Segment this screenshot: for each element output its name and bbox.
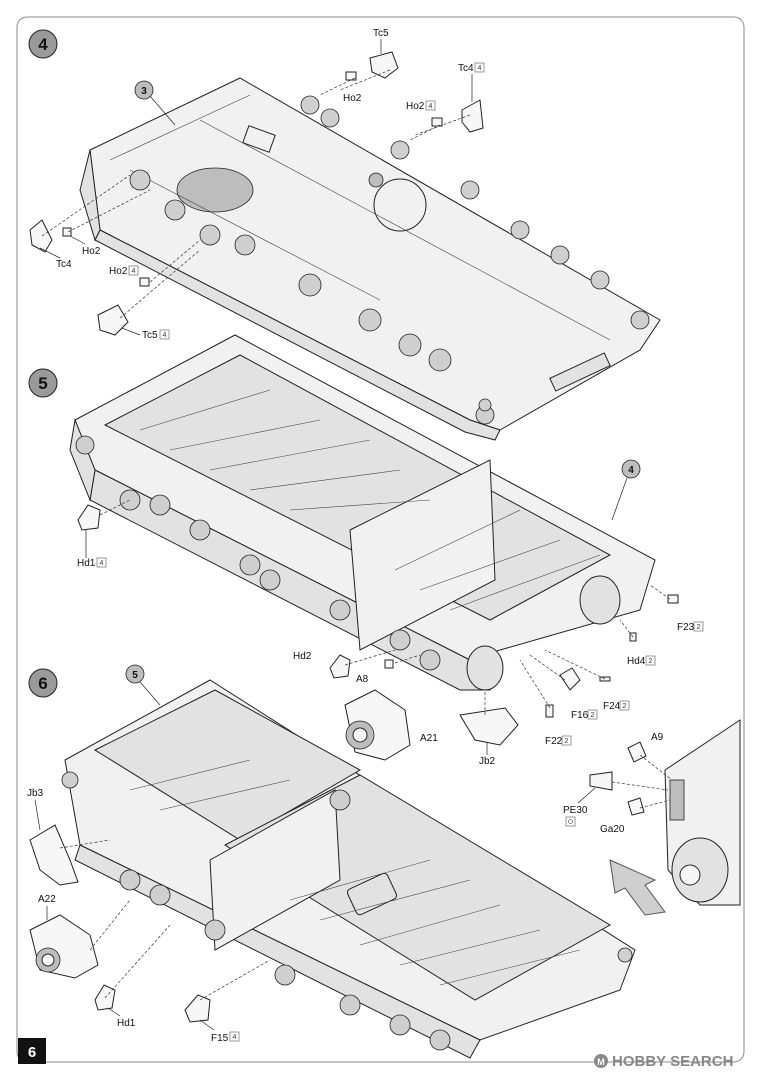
part-tc4-right [461, 99, 484, 133]
badge: 4 [474, 62, 485, 73]
badge: 2 [619, 700, 630, 711]
part-ga20 [627, 797, 645, 816]
label-jb3: Jb3 [27, 788, 44, 799]
label-hd4: Hd4 [627, 656, 646, 667]
part-ho2-c [62, 227, 72, 237]
direction-arrow [609, 859, 666, 916]
label-ho2: Ho2 [82, 246, 101, 257]
part-a9 [627, 741, 647, 763]
part-tc4-left [29, 219, 53, 253]
label-a22: A22 [38, 894, 56, 905]
svg-text:4: 4 [478, 65, 482, 72]
label-f16: F16 [571, 710, 589, 721]
badge: 2 [587, 709, 598, 720]
label-tc5: Tc5 [142, 330, 158, 341]
label-f23: F23 [677, 622, 695, 633]
svg-text:2: 2 [623, 703, 627, 710]
label-a9: A9 [651, 732, 664, 743]
part-pe30 [589, 771, 613, 791]
svg-text:M: M [597, 1057, 605, 1067]
label-hd1: Hd1 [117, 1018, 136, 1029]
step-4-number: 4 [38, 35, 48, 54]
label-a21: A21 [420, 733, 438, 744]
svg-text:2: 2 [697, 624, 701, 631]
label-ho2: Ho2 [343, 93, 362, 104]
svg-text:2: 2 [565, 738, 569, 745]
upper-hull-drawing [79, 77, 661, 441]
step-6-number-circle: 6 [28, 668, 58, 698]
step-5-subassembly-4: 4 [611, 459, 641, 521]
part-ho2-a [345, 71, 357, 81]
part-a21 [344, 689, 411, 761]
label-hd1: Hd1 [77, 558, 96, 569]
badge: 2 [561, 735, 572, 746]
page-number: 6 [28, 1044, 36, 1061]
label-pe30: PE30 [563, 805, 588, 816]
part-a8 [384, 659, 394, 669]
part-f23 [667, 594, 679, 604]
svg-text:4: 4 [429, 103, 433, 110]
label-tc5: Tc5 [373, 28, 389, 39]
svg-text:3: 3 [141, 86, 147, 97]
part-f15 [184, 994, 211, 1023]
label-ga20: Ga20 [600, 824, 625, 835]
badge: 4 [425, 100, 436, 111]
badge: 4 [159, 329, 170, 340]
svg-text:6: 6 [38, 674, 47, 693]
step-5: 5 [28, 334, 704, 767]
label-a8: A8 [356, 674, 369, 685]
page-number-box: 6 [18, 1038, 46, 1064]
step-6: 6 5 [27, 664, 741, 1059]
part-ho2-d [139, 277, 150, 287]
watermark-text: HOBBY SEARCH [612, 1053, 733, 1070]
part-hd1 [77, 504, 101, 531]
part-tc5-top [369, 51, 399, 79]
part-a22 [29, 914, 99, 979]
svg-text:4: 4 [163, 332, 167, 339]
label-tc4: Tc4 [56, 259, 72, 270]
page-frame [16, 16, 745, 1063]
label-f24: F24 [603, 701, 621, 712]
svg-text:4: 4 [100, 560, 104, 567]
badge: 2 [645, 655, 656, 666]
label-tc4: Tc4 [458, 63, 474, 74]
part-ho2-b [431, 117, 443, 127]
step-4-subassembly-3: 3 [134, 80, 176, 126]
svg-text:4: 4 [233, 1034, 237, 1041]
part-jb3 [29, 824, 79, 886]
label-ho2: Ho2 [406, 101, 425, 112]
part-f16 [559, 667, 581, 691]
watermark: M HOBBY SEARCH [594, 1053, 733, 1070]
pe-badge [565, 816, 576, 827]
part-jb2 [459, 707, 519, 746]
label-ho2: Ho2 [109, 266, 128, 277]
step-5-number-circle: 5 [28, 368, 58, 398]
step-4-number-circle: 4 [28, 29, 58, 59]
part-tc5-bottom [97, 304, 129, 336]
step-6-subassembly-5: 5 [125, 664, 161, 706]
step-4: 4 [28, 28, 661, 441]
svg-text:4: 4 [132, 268, 136, 275]
hull-tub-drawing [69, 334, 656, 691]
svg-text:5: 5 [38, 374, 47, 393]
svg-text:4: 4 [628, 465, 634, 476]
svg-text:2: 2 [649, 658, 653, 665]
svg-text:5: 5 [132, 670, 138, 681]
label-jb2: Jb2 [479, 756, 496, 767]
label-hd2: Hd2 [293, 651, 312, 662]
part-hd2 [329, 654, 351, 679]
label-f15: F15 [211, 1033, 229, 1044]
badge: 4 [128, 265, 139, 276]
inset-detail [664, 719, 741, 906]
badge: 2 [693, 621, 704, 632]
label-f22: F22 [545, 736, 563, 747]
svg-text:2: 2 [591, 712, 595, 719]
part-f22 [545, 704, 554, 718]
badge: 4 [96, 557, 107, 568]
badge: 4 [229, 1031, 240, 1042]
